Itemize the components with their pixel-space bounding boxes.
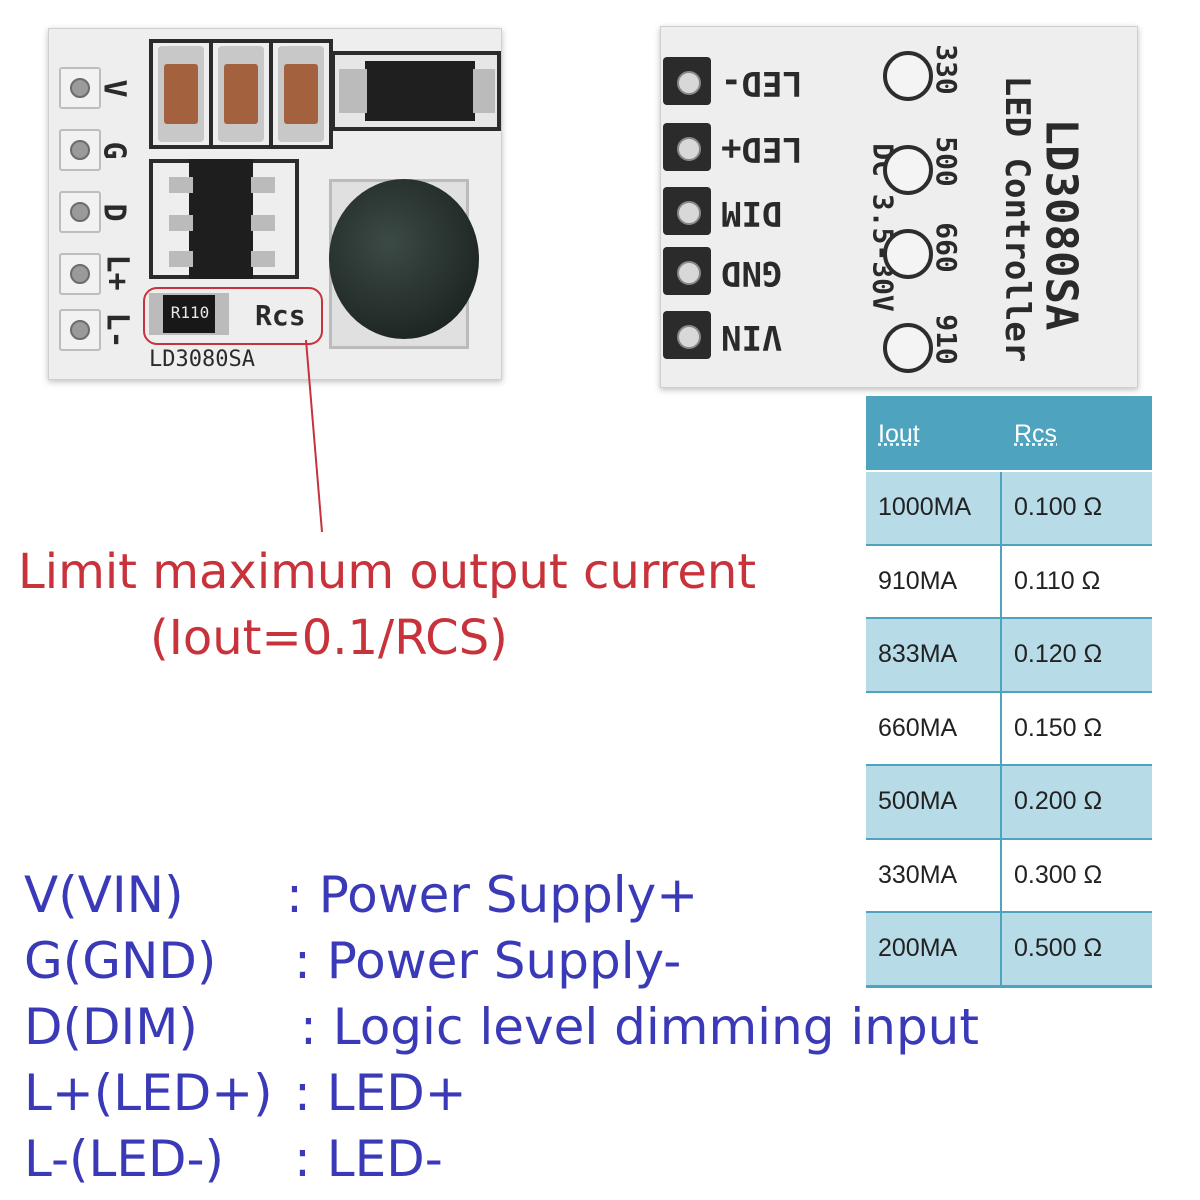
pin-desc-text-vin: : Power Supply+: [286, 866, 699, 924]
pin-label-vin: VIN: [721, 317, 783, 357]
capacitor-1: [149, 39, 213, 149]
table-row: [866, 472, 1152, 544]
resistor-body: [163, 295, 215, 333]
table-cell-rcs: 0.120 Ω: [1014, 640, 1103, 669]
capacitor-2: [209, 39, 273, 149]
left-board-model: LD3080SA: [149, 347, 255, 372]
pin-desc-pin-gnd: G(GND): [24, 932, 217, 990]
table-column-divider: [1000, 619, 1002, 691]
right-board-title: LD3080SA: [1035, 118, 1087, 331]
table-row: [866, 619, 1152, 691]
pin-label-led-minus: LED-: [721, 63, 803, 103]
jumper-hole-660: [883, 229, 933, 279]
inductor: [329, 179, 479, 339]
jumper-hole-910: [883, 323, 933, 373]
right-board-subtitle: LED Controller: [997, 75, 1037, 363]
table-cell-iout: 500MA: [878, 787, 958, 816]
table-row: [866, 913, 1152, 985]
table-header-rcs: Rcs: [1014, 419, 1058, 448]
pin-label-led-plus: LED+: [721, 129, 803, 169]
table-cell-rcs: 0.500 Ω: [1014, 934, 1103, 963]
table-row: [866, 839, 1152, 911]
ic-lead: [251, 177, 275, 193]
current-option-910: 910: [929, 314, 963, 365]
pointer-line: [305, 339, 323, 533]
pin-pad-lminus: [59, 309, 101, 351]
rcs-silk-label: Rcs: [255, 299, 306, 332]
table-cell-iout: 200MA: [878, 934, 958, 963]
ic-lead: [251, 215, 275, 231]
table-cell-rcs: 0.100 Ω: [1014, 493, 1103, 522]
resistor-marking: R110: [170, 303, 210, 322]
pin-pad-d: [59, 191, 101, 233]
current-option-660: 660: [929, 222, 963, 273]
capacitor-body: [278, 46, 324, 142]
table-header-iout: Iout: [878, 419, 920, 448]
current-option-330: 330: [929, 44, 963, 95]
diode-lead-left: [339, 69, 367, 113]
annotation-line1: Limit maximum output current: [18, 544, 757, 600]
pin-label-dim: DIM: [721, 193, 783, 233]
table-cell-iout: 330MA: [878, 860, 958, 889]
pin-desc-text-gnd: : Power Supply-: [294, 932, 682, 990]
right-board-voltage: DC 3.5-30V: [866, 143, 900, 312]
pin-pad-lplus: [59, 253, 101, 295]
current-option-500: 500: [929, 136, 963, 187]
pin-desc-text-led-minus: : LED-: [294, 1130, 443, 1188]
table-cell-rcs: 0.150 Ω: [1014, 713, 1103, 742]
table-cell-iout: 660MA: [878, 713, 958, 742]
table-cell-rcs: 0.200 Ω: [1014, 787, 1103, 816]
diode-body: [365, 61, 475, 121]
table-column-divider: [1000, 692, 1002, 764]
table-cell-iout: 1000MA: [878, 493, 972, 522]
pin-pad-vin: [663, 311, 711, 359]
table-column-divider: [1000, 913, 1002, 985]
ic-lead: [169, 251, 193, 267]
resistor-rcs: R110: [149, 293, 229, 335]
ic-lead: [169, 177, 193, 193]
pin-desc-pin-led-plus: L+(LED+): [24, 1064, 273, 1122]
annotation-line2: (Iout=0.1/RCS): [150, 610, 508, 666]
right-pcb-board: LED- LED+ DIM GND VIN DC 3.5-30V 330 500…: [660, 26, 1138, 388]
ic-body: [189, 159, 253, 279]
ic-lead: [251, 251, 275, 267]
table-row: [866, 692, 1152, 764]
pin-desc-pin-vin: V(VIN): [24, 866, 184, 924]
table-header-divider: [866, 470, 1152, 472]
table-column-divider: [1000, 472, 1002, 544]
table-cell-rcs: 0.300 Ω: [1014, 860, 1103, 889]
pin-pad-gnd: [663, 247, 711, 295]
pin-desc-pin-led-minus: L-(LED-): [24, 1130, 225, 1188]
pin-pad-led-plus: [663, 123, 711, 171]
rcs-table: Iout Rcs 1000MA 0.100 Ω 910MA 0.110 Ω 833MA 0…: [866, 396, 1152, 988]
table-column-divider: [1000, 545, 1002, 617]
pin-pad-g: [59, 129, 101, 171]
jumper-hole-500: [883, 145, 933, 195]
diode-lead-right: [473, 69, 495, 113]
pin-desc-text-dim: : Logic level dimming input: [300, 998, 979, 1056]
left-pcb-board: V G D L+ L- R110 Rcs LD3080SA: [48, 28, 502, 380]
capacitor-body: [158, 46, 204, 142]
capacitor-body: [218, 46, 264, 142]
pin-desc-text-led-plus: : LED+: [294, 1064, 467, 1122]
pin-pad-led-minus: [663, 57, 711, 105]
table-cell-iout: 833MA: [878, 640, 958, 669]
pin-pad-dim: [663, 187, 711, 235]
table-column-divider: [1000, 839, 1002, 911]
pin-label-gnd: GND: [721, 253, 783, 293]
jumper-hole-330: [883, 51, 933, 101]
table-cell-rcs: 0.110 Ω: [1014, 566, 1101, 595]
rcs-highlight-box: [143, 287, 323, 345]
table-row: [866, 766, 1152, 838]
pin-desc-pin-dim: D(DIM): [24, 998, 198, 1056]
table-column-divider: [1000, 766, 1002, 838]
ic-lead: [169, 215, 193, 231]
table-row: [866, 545, 1152, 617]
pin-pad-v: [59, 67, 101, 109]
table-cell-iout: 910MA: [878, 566, 958, 595]
